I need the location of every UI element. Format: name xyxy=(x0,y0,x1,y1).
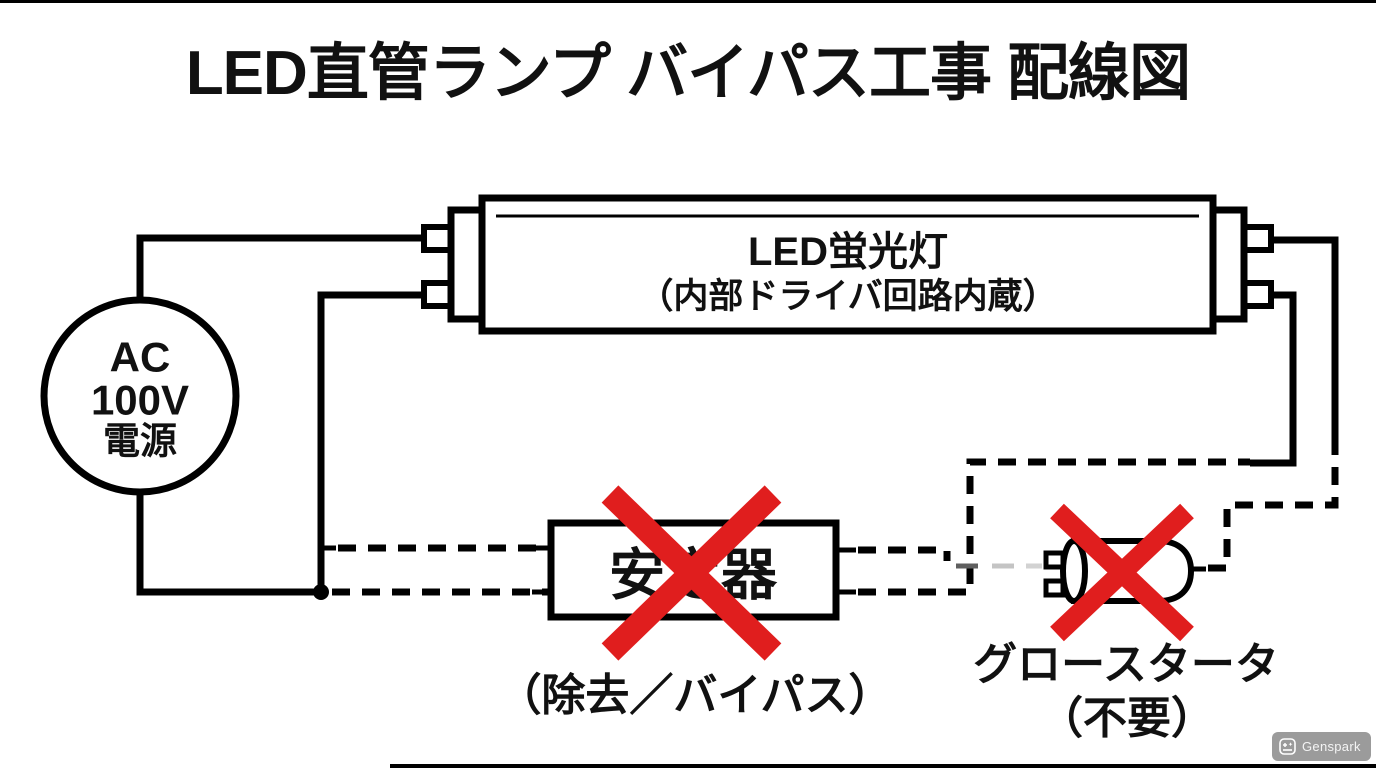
glow-starter-note: （不要） xyxy=(1039,694,1215,743)
led-tube-label: LED蛍光灯 （内部ドライバ回路内蔵） xyxy=(638,228,1057,318)
ballast-removed-cross-icon xyxy=(601,485,782,661)
starter-pin-top xyxy=(1043,550,1066,570)
bottom-border-line xyxy=(390,764,1376,768)
tube-cap-left xyxy=(447,206,486,323)
ac-label-line3: 電源 xyxy=(103,419,177,461)
genspark-watermark-badge: Genspark xyxy=(1272,732,1371,761)
dashed-wire-ballast-to-starter xyxy=(858,546,951,561)
ac-power-source-circle xyxy=(40,296,240,496)
led-tube-subtitle: （内部ドライバ回路内蔵） xyxy=(638,277,1058,316)
ac-power-source-label: AC 100V 電源 xyxy=(90,333,190,461)
glow-starter-label: グロースタータ xyxy=(973,640,1279,689)
wire-tube-bottom-left-down xyxy=(317,291,426,592)
ac-label-line2: 100V xyxy=(90,376,190,424)
wire-tube-top-right-down xyxy=(1272,236,1339,437)
dashed-wire-to-starter-right xyxy=(1206,437,1339,572)
diagram-title: LED直管ランプ バイパス工事 配線図 xyxy=(185,39,1191,108)
wire-tube-bottom-right-down xyxy=(1250,291,1297,467)
wire-source-to-tube-top-left xyxy=(136,234,426,303)
tube-cap-right xyxy=(1209,206,1248,323)
top-border-line xyxy=(0,0,1376,3)
wire-source-bottom-to-junction xyxy=(136,490,318,596)
ballast-removal-note: （除去／バイパス） xyxy=(497,671,893,720)
starter-removed-cross-icon xyxy=(1050,503,1194,642)
genspark-watermark-text: Genspark xyxy=(1302,739,1361,754)
ac-label-line1: AC xyxy=(109,333,171,381)
glow-starter-end-cap xyxy=(1060,538,1088,604)
genspark-logo-icon xyxy=(1279,738,1296,755)
led-tube-body xyxy=(478,194,1217,335)
junction-dot xyxy=(313,584,329,600)
starter-pin-bottom xyxy=(1043,578,1066,598)
ballast-lead-stubs xyxy=(532,545,856,595)
led-tube-name: LED蛍光灯 xyxy=(748,230,948,274)
